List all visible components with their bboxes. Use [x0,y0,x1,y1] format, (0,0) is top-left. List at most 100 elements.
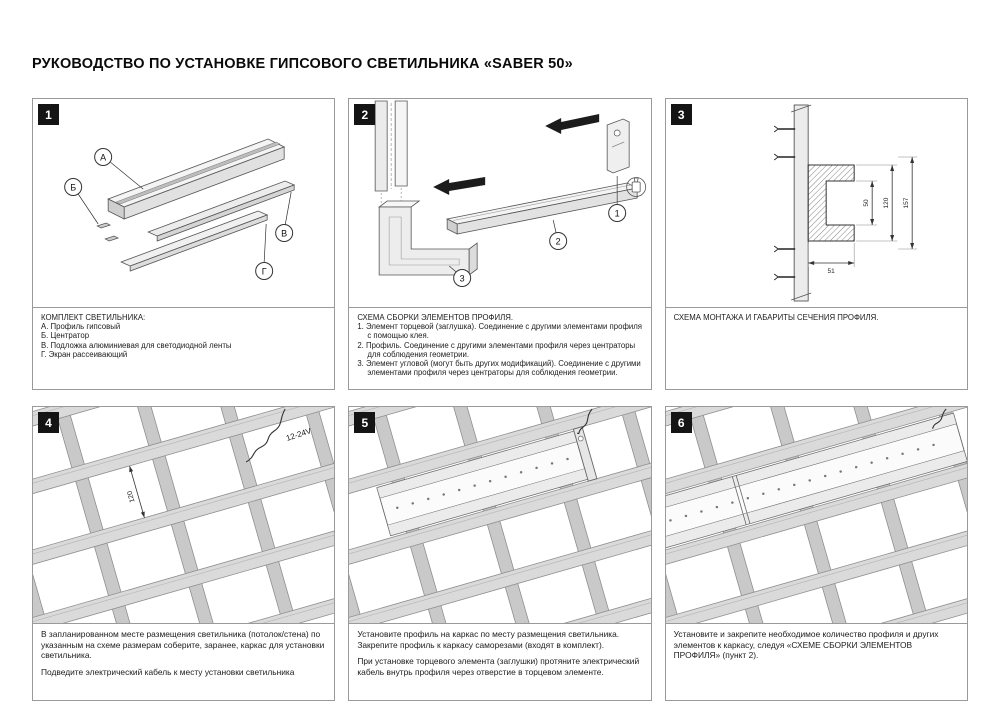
panel-number: 3 [677,107,685,122]
callout-3-label: 3 [460,274,465,284]
beam-edge-lines [665,407,967,623]
corner-element-shape [378,200,478,276]
dimension-lines [807,157,913,264]
callout-a: А [94,148,113,166]
callout-b: Б [64,178,83,196]
panel-5-figure: 5 [348,406,652,624]
callout-1-label: 1 [615,209,620,219]
callout-b-label: Б [70,183,76,193]
panel-5-number-badge: 5 [354,412,376,433]
profile-assembly-illustration: 1 2 3 [375,100,647,287]
dimension-arrows [807,157,914,265]
callout-2-label: 2 [556,237,561,247]
caption-heading: СХЕМА СБОРКИ ЭЛЕМЕНТОВ ПРОФИЛЯ. [357,313,513,322]
frame-carcass-illustration: 120 12-24V [33,407,335,623]
page-title: РУКОВОДСТВО ПО УСТАНОВКЕ ГИПСОВОГО СВЕТИ… [32,56,573,72]
diffuser-screen-shape [120,210,269,272]
caption-line: 3. Элемент угловой (могут быть других мо… [357,359,641,378]
beam-edge-lines [33,407,335,623]
callout-v-label: В [281,229,287,239]
caption-paragraph: Установите и закрепите необходимое колич… [673,629,939,660]
screw-holes-row [665,439,948,540]
panel-4-figure: 4 [32,406,336,624]
panel-4-number-badge: 4 [38,412,59,433]
caption-paragraph: При установке торцевого элемента (заглуш… [357,656,640,677]
caption-heading: КОМПЛЕКТ СВЕТИЛЬНИКА: [41,313,146,322]
gap-dimension-label: 120 [127,490,137,503]
caption-paragraph: В запланированном месте размещения свети… [41,629,325,660]
callout-a-label: А [100,153,106,163]
panel-2: 2 [348,98,652,390]
panel-3-number-badge: 3 [670,104,692,125]
panel-5-caption: Установите профиль на каркас по месту ра… [348,624,652,701]
callout-v: В [275,224,294,242]
panel-1-number-badge: 1 [38,104,59,125]
panel-6: 6 [664,406,968,701]
panel-2-caption: СХЕМА СБОРКИ ЭЛЕМЕНТОВ ПРОФИЛЯ. 1. Элеме… [348,308,652,390]
dimension-label-157: 157 [903,197,910,208]
panel-number: 2 [361,107,369,122]
dimension-labels: 50 120 157 51 [827,197,910,275]
gap-dimension: 120 [127,465,145,518]
profile-section-shape [807,164,855,242]
panel-3-figure: 3 [664,98,968,308]
exploded-kit-illustration: А Б В Г [64,138,296,280]
dimension-label-50: 50 [863,199,870,207]
panel-1: 1 [32,98,336,390]
cable-icon [577,408,593,435]
assembly-arrow-icon [545,114,600,134]
panel-number: 1 [45,107,52,122]
panel-number: 4 [45,415,52,430]
callout-3: 3 [453,269,472,287]
caption-paragraph: Подведите электрический кабель к месту у… [41,666,295,677]
profile-joint-line [731,476,747,525]
panel-6-figure: 6 [664,406,968,624]
caption-line: В. Подложка алюминиевая для светодиодной… [41,340,232,350]
stud-shape [793,104,809,302]
caption-line: А. Профиль гипсовый [41,322,121,332]
panel-5: 5 [348,406,652,701]
cross-section-illustration: 50 120 157 51 [773,104,917,302]
callout-g-label: Г [262,267,267,277]
panel-2-figure: 2 [348,98,652,308]
dimension-label-120: 120 [883,197,890,208]
voltage-label: 12-24V [285,426,313,443]
dimension-label-51: 51 [827,268,835,275]
callout-g: Г [255,262,274,280]
leader-lines [449,176,618,273]
profile-joint-line [735,475,751,524]
panel-1-caption: КОМПЛЕКТ СВЕТИЛЬНИКА: А. Профиль гипсовы… [32,308,336,390]
gypsum-profile-shape [107,138,286,220]
caption-line: Г. Экран рассеивающий [41,349,128,359]
screw-icons [773,125,795,281]
assembly-arrow-icon [433,177,486,195]
assembled-profile-shape [665,412,967,567]
panel-6-caption: Установите и закрепите необходимое колич… [664,624,968,701]
main-profile-shape [446,182,639,235]
centrator-shape [96,222,120,242]
panel-3-caption: СХЕМА МОНТАЖА И ГАБАРИТЫ СЕЧЕНИЯ ПРОФИЛЯ… [664,308,968,390]
vertical-profile-shape [375,100,408,192]
caption-heading: СХЕМА МОНТАЖА И ГАБАРИТЫ СЕЧЕНИЯ ПРОФИЛЯ… [673,313,879,322]
alignment-guides [381,188,402,205]
aluminium-strip-shape [147,180,296,242]
assembly-arrows [433,114,600,195]
cable-icon [245,408,286,463]
callout-1: 1 [608,204,627,222]
caption-paragraph: Установите профиль на каркас по месту ра… [357,629,620,650]
beam-edge-lines [349,407,651,623]
caption-line: Б. Центратор [41,331,90,341]
caption-line: 2. Профиль. Соединение с другими элемент… [357,340,636,359]
panel-number: 6 [677,415,685,430]
panel-6-number-badge: 6 [670,412,692,433]
panel-grid: 1 [32,98,968,701]
panel-2-number-badge: 2 [354,104,376,125]
panel-4: 4 [32,406,336,701]
panel-1-figure: 1 [32,98,336,308]
profile-on-frame-illustration [349,407,651,623]
assembled-profiles-illustration [665,407,967,623]
break-marks [790,104,811,301]
leader-lines [77,161,292,263]
cable-icon [931,408,947,429]
